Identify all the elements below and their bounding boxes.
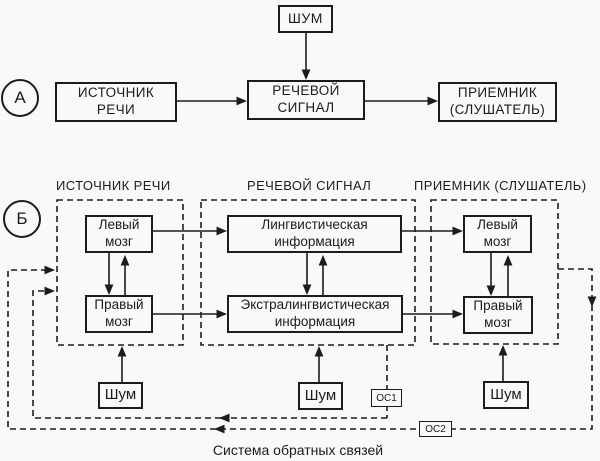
feedback-loops bbox=[7, 265, 597, 434]
feedback-oc1-left-segment bbox=[32, 286, 221, 419]
left-brain-receiver-box: Левый мозг bbox=[463, 215, 532, 253]
section-b-badge: Б bbox=[3, 200, 41, 238]
noise-box-a: ШУМ bbox=[278, 5, 333, 33]
feedback-oc2-right-segment bbox=[558, 268, 597, 307]
speech-signal-line2: СИГНАЛ bbox=[277, 100, 335, 115]
extralinguistic-info-box: Экстралингвистическая информация bbox=[227, 295, 403, 333]
receiver-line2: (СЛУШАТЕЛЬ) bbox=[449, 102, 546, 117]
receiver-group-frame bbox=[430, 199, 559, 345]
section-b-label: Б bbox=[16, 209, 28, 228]
feedback-caption: Система обратных связей bbox=[212, 442, 384, 458]
receiver-line1: ПРИЕМНИК bbox=[457, 85, 538, 101]
noise-box-a-label: ШУМ bbox=[288, 10, 323, 27]
noise-box-receiver: Шум bbox=[483, 381, 529, 409]
left-brain-source-line2: мозг bbox=[105, 234, 133, 249]
noise-box-source-label: Шум bbox=[104, 386, 137, 404]
feedback-oc2-bottom-segment bbox=[214, 305, 593, 434]
noise-box-signal-label: Шум bbox=[304, 386, 337, 404]
right-brain-source-line2: мозг bbox=[105, 314, 133, 329]
speech-signal-box-a: РЕЧЕВОЙ СИГНАЛ bbox=[247, 80, 365, 120]
speech-source-line1: ИСТОЧНИК bbox=[77, 85, 155, 101]
noise-box-signal: Шум bbox=[298, 382, 343, 410]
section-a-badge: А bbox=[1, 79, 39, 117]
section-a-label: А bbox=[14, 88, 26, 107]
right-brain-source-line1: Правый bbox=[94, 297, 144, 313]
left-brain-receiver-line2: мозг bbox=[483, 234, 512, 249]
extralinguistic-info-line1: Экстралингвистическая bbox=[240, 297, 390, 313]
right-brain-receiver-box: Правый мозг bbox=[463, 296, 533, 334]
header-receiver: ПРИЕМНИК (СЛУШАТЕЛЬ) bbox=[414, 178, 587, 193]
noise-box-source: Шум bbox=[98, 382, 143, 409]
speech-signal-line1: РЕЧЕВОЙ bbox=[272, 83, 340, 99]
feedback-oc2-left-segment bbox=[7, 265, 216, 430]
linguistic-info-line1: Лингвистическая bbox=[261, 217, 368, 233]
oc1-badge: ОС1 bbox=[371, 389, 402, 407]
right-brain-source-box: Правый мозг bbox=[85, 295, 153, 333]
receiver-box-a: ПРИЕМНИК (СЛУШАТЕЛЬ) bbox=[438, 82, 557, 122]
speech-source-line2: РЕЧИ bbox=[96, 102, 136, 117]
header-signal: РЕЧЕВОЙ СИГНАЛ bbox=[247, 178, 372, 193]
solid-arrows bbox=[104, 33, 513, 382]
speech-source-box-a: ИСТОЧНИК РЕЧИ bbox=[55, 82, 177, 122]
oc2-badge: ОС2 bbox=[419, 421, 452, 437]
left-brain-source-line1: Левый bbox=[98, 217, 140, 233]
right-brain-receiver-line2: мозг bbox=[484, 315, 512, 330]
header-source: ИСТОЧНИК РЕЧИ bbox=[56, 178, 171, 193]
linguistic-info-line2: информация bbox=[274, 234, 355, 249]
noise-box-receiver-label: Шум bbox=[490, 385, 522, 403]
linguistic-info-box: Лингвистическая информация bbox=[227, 215, 402, 253]
extralinguistic-info-line2: информация bbox=[274, 314, 356, 329]
source-group-frame bbox=[56, 199, 184, 346]
right-brain-receiver-line1: Правый bbox=[473, 298, 523, 314]
left-brain-source-box: Левый мозг bbox=[85, 215, 153, 253]
signal-group-frame bbox=[200, 199, 416, 346]
left-brain-receiver-line1: Левый bbox=[477, 217, 518, 233]
